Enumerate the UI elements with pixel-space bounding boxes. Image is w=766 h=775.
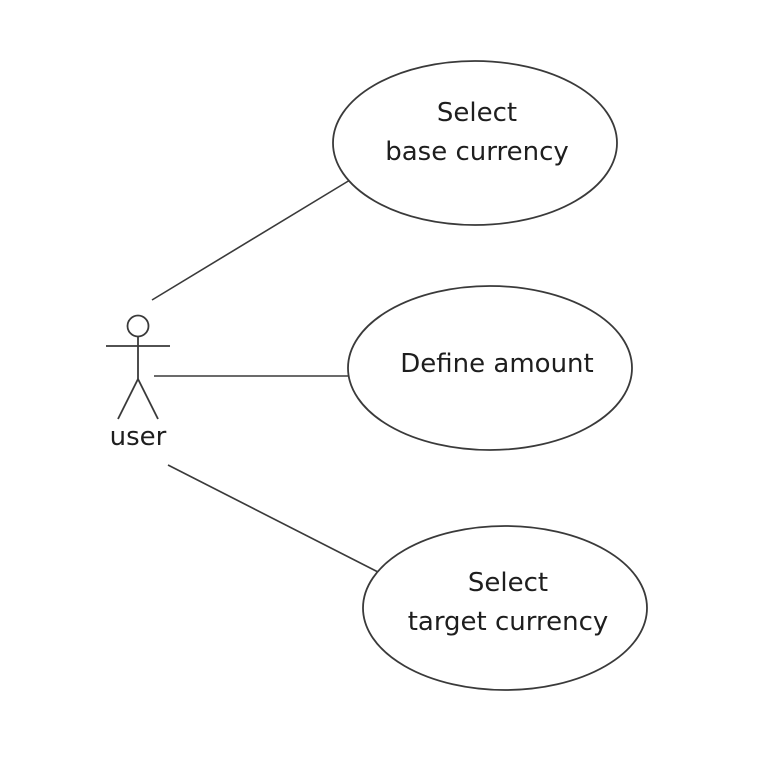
use-case-label-line1: Select [437, 98, 517, 128]
use-case-label-line1: Select [468, 568, 548, 598]
use-case-select-base-currency: Select base currency [332, 60, 618, 226]
use-case-label: Define amount [400, 349, 593, 379]
use-case-ellipse [332, 60, 618, 226]
use-case-define-amount: Define amount [347, 285, 633, 451]
actor-right-leg [137, 378, 159, 420]
actor-user: user [106, 314, 170, 452]
use-case-select-target-currency: Select target currency [362, 525, 648, 691]
use-case-label-line2: target currency [408, 607, 609, 637]
use-case-label-line2: base currency [385, 137, 569, 167]
use-case-ellipse [362, 525, 648, 691]
actor-label: user [110, 422, 167, 452]
actor-head [126, 314, 150, 338]
association-base-currency [151, 179, 351, 301]
actor-left-leg [117, 378, 139, 420]
association-target-currency [167, 464, 379, 573]
use-case-ellipse [347, 285, 633, 451]
